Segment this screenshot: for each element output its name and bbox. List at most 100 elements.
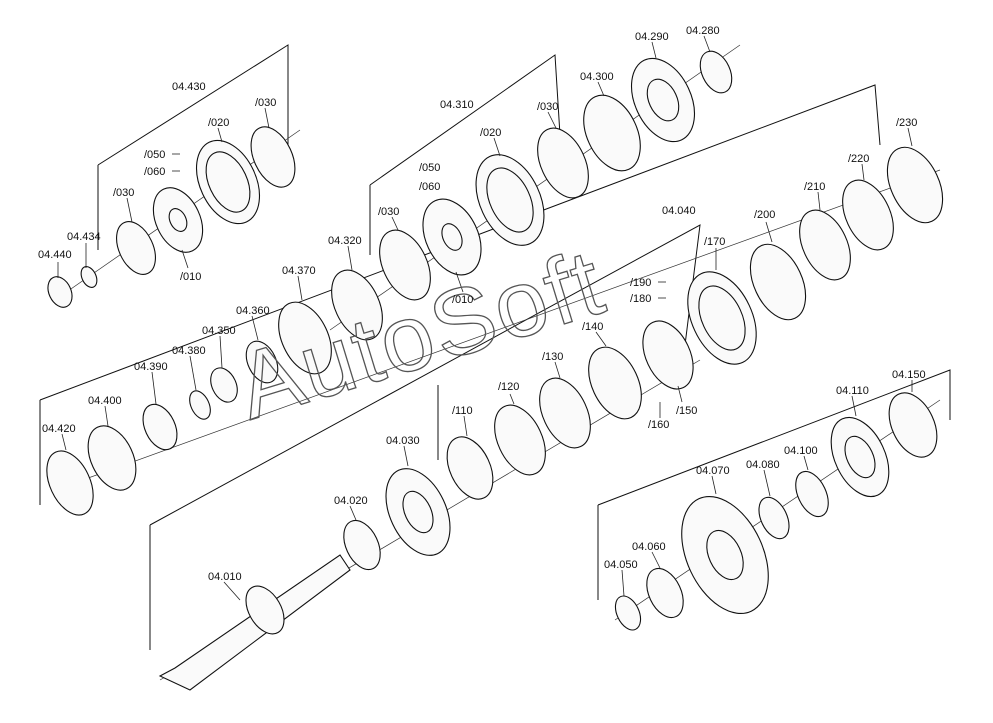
label-g2-030a: /030 xyxy=(378,206,399,218)
leader-04390 xyxy=(151,371,157,405)
part-04060-bearing xyxy=(646,567,684,619)
part-04050-circlip xyxy=(614,595,642,631)
leader-04300 xyxy=(597,81,605,97)
part-04040-120-ring xyxy=(494,404,546,476)
part-04420-ring xyxy=(46,450,94,516)
part-04310-030b-ring xyxy=(537,127,589,199)
part-04040-140-ring xyxy=(588,346,642,420)
label-04390: 04.390 xyxy=(134,361,168,373)
label-g3-110: /110 xyxy=(452,405,473,417)
axis-main xyxy=(54,169,941,491)
label-04440: 04.440 xyxy=(38,249,72,261)
part-04310-010-bore xyxy=(441,223,463,251)
part-04430-010-bore xyxy=(168,208,188,232)
label-g1-020: /020 xyxy=(208,117,229,129)
leader-04280 xyxy=(703,35,711,53)
leader-04020 xyxy=(349,505,357,521)
label-04380: 04.380 xyxy=(172,345,206,357)
label-04080: 04.080 xyxy=(746,459,780,471)
leader-g3-140 xyxy=(595,331,607,347)
label-g3-160: /160 xyxy=(648,419,669,431)
label-g3-230: /230 xyxy=(896,117,917,129)
part-04110-gear-bore xyxy=(844,435,876,479)
part-04010-spline xyxy=(245,585,285,635)
label-04310: 04.310 xyxy=(440,99,474,111)
label-04290: 04.290 xyxy=(635,31,669,43)
label-04434: 04.434 xyxy=(67,231,101,243)
leader-g3-220 xyxy=(861,163,865,181)
part-04310-020-inner xyxy=(486,167,534,233)
label-04070: 04.070 xyxy=(696,465,730,477)
label-g1-050: /050 xyxy=(144,149,165,161)
part-04320-ring xyxy=(331,269,383,341)
leader-04320 xyxy=(347,245,353,271)
part-04370-gear xyxy=(278,301,332,375)
part-04080-gear xyxy=(758,496,790,540)
label-g3-120: /120 xyxy=(498,381,519,393)
leader-g2-030b xyxy=(547,111,557,129)
label-04350: 04.350 xyxy=(202,325,236,337)
leader-g2-020 xyxy=(493,137,501,157)
leader-g3-130 xyxy=(554,361,561,379)
part-04390-bearing xyxy=(142,403,178,451)
bracket-output xyxy=(597,369,951,506)
part-04100-bearing xyxy=(795,470,829,518)
part-04020-bearing xyxy=(343,519,381,571)
part-04040-230-ring xyxy=(886,146,944,224)
label-g2-060: /060 xyxy=(419,181,440,193)
leader-g1-030a xyxy=(126,197,133,223)
label-g1-010: /010 xyxy=(180,271,201,283)
leader-g1-030b xyxy=(264,107,270,129)
part-04040-130-ring xyxy=(539,377,591,449)
leader-04380 xyxy=(189,355,197,391)
group-brackets xyxy=(39,44,951,650)
label-04320: 04.320 xyxy=(328,235,362,247)
part-04040-220-ring xyxy=(842,179,894,251)
leader-04400 xyxy=(104,405,109,427)
leader-g3-110 xyxy=(463,415,468,437)
part-04290-gear-bore xyxy=(646,78,680,122)
leader-g2-010 xyxy=(455,271,464,293)
label-g3-200: /200 xyxy=(754,209,775,221)
leader-04350 xyxy=(219,335,223,369)
leader-g3-120 xyxy=(509,393,515,405)
leader-04100 xyxy=(803,455,809,471)
leader-04070 xyxy=(711,475,717,495)
part-04400-gear xyxy=(87,425,137,491)
leader-04060 xyxy=(651,551,661,569)
label-04150: 04.150 xyxy=(892,369,926,381)
label-04100: 04.100 xyxy=(784,445,818,457)
bracket-04040-inner xyxy=(149,224,701,526)
leader-04080 xyxy=(763,469,771,497)
part-04280-bearing xyxy=(699,50,733,94)
leader-04110 xyxy=(851,395,857,417)
label-g3-210: /210 xyxy=(804,181,825,193)
label-g3-170: /170 xyxy=(704,236,725,248)
parts xyxy=(46,50,944,691)
label-04280: 04.280 xyxy=(686,25,720,37)
leader-g3-230 xyxy=(907,127,913,147)
part-04380-circlip xyxy=(189,390,211,420)
label-04300: 04.300 xyxy=(580,71,614,83)
label-04400: 04.400 xyxy=(88,395,122,407)
leader-04290 xyxy=(651,41,657,59)
bracket-04040-top xyxy=(39,84,881,401)
part-04300-ring xyxy=(583,94,641,172)
part-04040-170-inner xyxy=(698,285,746,351)
part-04360-bearing xyxy=(245,340,279,384)
part-04070-gear-bore xyxy=(706,529,744,581)
leader-g3-210 xyxy=(817,191,821,211)
leader-g1-020 xyxy=(217,127,223,143)
part-04310-030a-ring xyxy=(379,229,431,301)
leader-04010 xyxy=(223,581,241,601)
part-04350-bushing xyxy=(210,367,238,403)
leader-04360 xyxy=(251,315,259,341)
label-g2-010: /010 xyxy=(452,294,473,306)
label-g1-030b: /030 xyxy=(255,97,276,109)
label-04040: 04.040 xyxy=(662,205,696,217)
label-g1-060: /060 xyxy=(144,166,165,178)
leader-04420 xyxy=(61,433,67,451)
label-g3-140: /140 xyxy=(582,321,603,333)
label-g3-190: /190 xyxy=(630,277,651,289)
leader-04030 xyxy=(403,445,409,467)
